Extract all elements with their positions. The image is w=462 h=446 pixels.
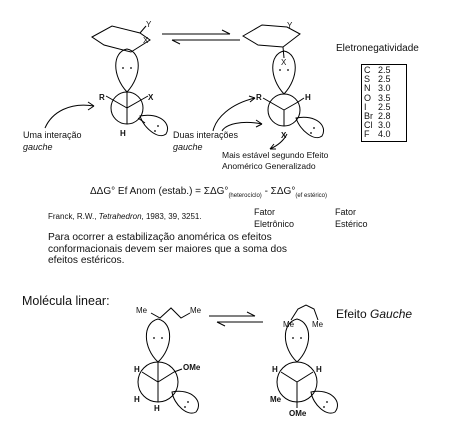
reference-journal: Tetrahedron — [98, 212, 142, 221]
atom-label-y-left: Y — [146, 20, 152, 29]
reference-authors: Franck, R.W., — [48, 212, 99, 221]
cyclohexane-chair-left — [91, 25, 151, 53]
electronegativity-value: 3.0 — [378, 83, 391, 94]
annotation-two-gauche-line2: gauche — [173, 142, 203, 152]
factor-electronic: Fator Eletrônico — [254, 206, 294, 230]
gauche-effect-prefix: Efeito — [336, 307, 371, 321]
conclusion-line-3: efeitos estéricos. — [48, 255, 125, 266]
electronegativity-row: S 2.5 — [364, 74, 404, 85]
element-symbol: Cl — [364, 120, 373, 131]
factor-steric: Fator Estérico — [335, 206, 368, 230]
newman-right-r: R — [256, 93, 262, 102]
electronegativity-title: Eletronegatividade — [336, 43, 419, 54]
electronegativity-row: I 2.5 — [364, 101, 404, 112]
literature-reference: Franck, R.W., Tetrahedron, 1983, 39, 325… — [48, 212, 202, 221]
electronegativity-value: 4.0 — [378, 129, 391, 140]
factor-steric-line2: Estérico — [335, 219, 368, 229]
electronegativity-row: C 2.5 — [364, 65, 404, 75]
lone-pair-dots — [122, 67, 328, 408]
newman-left-x: X — [148, 93, 154, 102]
gauche-effect-label: Efeito Gauche — [336, 307, 412, 321]
gauche-effect-italic: Gauche — [370, 307, 413, 321]
equilibrium-arrows-top — [162, 29, 240, 45]
newman-bl-h2: H — [134, 395, 140, 404]
conclusion-line-2: conformacionais devem ser maiores que a … — [48, 243, 287, 255]
atom-label-x-right: X — [281, 58, 287, 67]
electronegativity-value: 2.5 — [378, 101, 391, 112]
element-symbol: I — [364, 101, 367, 112]
anomeric-equation: ΔΔG° Ef Anom (estab.) = ΣΔG°(heterocíclo… — [90, 186, 327, 199]
gauche-molecule-chain — [290, 304, 319, 321]
annotation-arrow-left — [44, 104, 95, 129]
element-symbol: F — [364, 129, 370, 140]
gauche-me-left: Me — [283, 320, 295, 329]
newman-br-h-right: H — [316, 365, 322, 374]
electronegativity-row: Cl 3.0 — [364, 121, 404, 130]
electronegativity-row: F 4.0 — [364, 130, 404, 139]
linear-molecule-title: Molécula linear: — [22, 294, 110, 308]
stability-note-line1: Mais estável segundo Efeito — [222, 150, 329, 160]
newman-bl-h1: H — [134, 365, 140, 374]
stability-note: Mais estável segundo Efeito Anomérico Ge… — [222, 150, 328, 172]
newman-projection-bottom-left — [137, 318, 199, 414]
equation-sub-heterocycle: (heterocíclo) — [228, 193, 262, 199]
equation-mid: - ΣΔG° — [261, 186, 296, 197]
electronegativity-value: 2.8 — [378, 111, 391, 122]
newman-right-x: X — [281, 131, 287, 140]
newman-br-ome: OMe — [289, 409, 307, 418]
stability-note-line2: Anomérico Generalizado — [222, 161, 316, 171]
electronegativity-value: 3.0 — [378, 120, 391, 131]
conclusion-paragraph: Para ocorrer a estabilização anomérica o… — [48, 232, 287, 267]
annotation-arrow-right-1 — [212, 97, 256, 132]
element-symbol: Br — [364, 111, 373, 122]
newman-br-h-top: H — [272, 365, 278, 374]
annotation-two-gauche: Duas interações gauche — [173, 129, 238, 153]
element-symbol: O — [364, 92, 372, 103]
linear-me-right: Me — [190, 306, 202, 315]
electronegativity-row: O 3.5 — [364, 92, 404, 103]
newman-br-me: Me — [270, 395, 282, 404]
annotation-two-gauche-line1: Duas interações — [173, 130, 239, 140]
newman-bl-h3: H — [154, 404, 160, 413]
electronegativity-row: Br 2.8 — [364, 111, 404, 122]
newman-projection-bottom-right — [276, 318, 338, 414]
atom-label-x-left: X — [143, 36, 149, 45]
linear-molecule-chain — [150, 307, 191, 319]
element-symbol: N — [364, 83, 371, 94]
gauche-me-right: Me — [312, 320, 324, 329]
factor-steric-line1: Fator — [335, 207, 357, 217]
equilibrium-arrows-bottom — [209, 311, 263, 327]
cyclohexane-chair-right — [242, 24, 301, 59]
factor-electronic-line2: Eletrônico — [254, 219, 295, 229]
reference-details: , 1983, 39, 3251. — [141, 212, 202, 221]
newman-projection-left — [105, 48, 168, 136]
annotation-one-gauche: Uma interação gauche — [23, 129, 82, 153]
annotation-one-gauche-line1: Uma interação — [23, 130, 82, 140]
atom-label-y-right: Y — [287, 21, 293, 30]
annotation-one-gauche-line2: gauche — [23, 142, 53, 152]
equation-lhs: ΔΔG° Ef Anom (estab.) = ΣΔG° — [90, 186, 229, 197]
element-symbol: C — [364, 65, 371, 75]
electronegativity-value: 2.5 — [378, 74, 391, 85]
electronegativity-value: 2.5 — [378, 65, 391, 75]
newman-left-h: H — [120, 129, 126, 138]
electronegativity-value: 3.5 — [378, 92, 391, 103]
linear-me-left: Me — [136, 306, 148, 315]
element-symbol: S — [364, 74, 371, 85]
annotation-arrow-right-2 — [221, 121, 263, 132]
conclusion-line-1: Para ocorrer a estabilização anomérica o… — [48, 232, 272, 243]
equation-sub-steric: (ef estérico) — [295, 193, 328, 199]
factor-electronic-line1: Fator — [254, 207, 276, 217]
annotation-arrow-bottom — [269, 133, 288, 150]
newman-left-r: R — [99, 93, 105, 102]
electronegativity-row: N 3.0 — [364, 84, 404, 93]
newman-bl-ome: OMe — [183, 363, 201, 372]
newman-projection-right — [262, 50, 324, 138]
newman-right-h: H — [305, 93, 311, 102]
